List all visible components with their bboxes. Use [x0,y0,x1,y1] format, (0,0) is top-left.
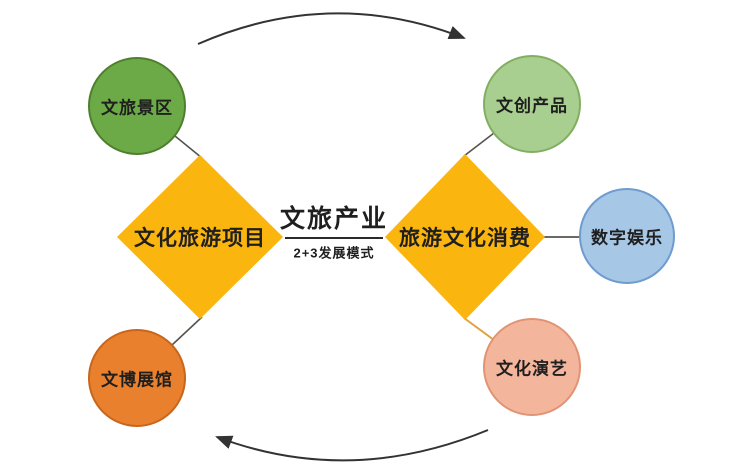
diamond-tourism-culture-consumption [385,154,545,320]
connector-performance-to-consumption [463,317,495,341]
diamond-cultural-tourism-project [117,155,283,319]
circle-creative-products [483,55,581,153]
circle-label-digital-entertainment: 数字娱乐 [591,228,663,248]
connector-scenic-to-project [174,135,203,159]
circle-digital-entertainment [579,188,675,284]
circle-museum-hall [88,329,186,427]
circle-label-cultural-performance: 文化演艺 [496,359,568,379]
cycle-arrow-bottom [215,429,489,462]
diamond-label-tourism-culture-consumption: 旅游文化消费 [399,227,531,250]
center-subtitle: 2+3发展模式 [293,245,375,261]
circle-label-scenic-area: 文旅景区 [101,98,173,118]
circle-scenic-area [88,57,186,155]
center-title: 文旅产业 [279,205,389,233]
circle-cultural-performance [483,318,581,416]
circle-label-creative-products: 文创产品 [496,96,568,116]
diamond-label-cultural-tourism-project: 文化旅游项目 [134,227,266,250]
circle-label-museum-hall: 文博展馆 [101,370,173,390]
cycle-arrow-top [197,12,466,45]
connector-creative-to-consumption [463,132,495,157]
connector-museum-to-project [171,316,203,346]
